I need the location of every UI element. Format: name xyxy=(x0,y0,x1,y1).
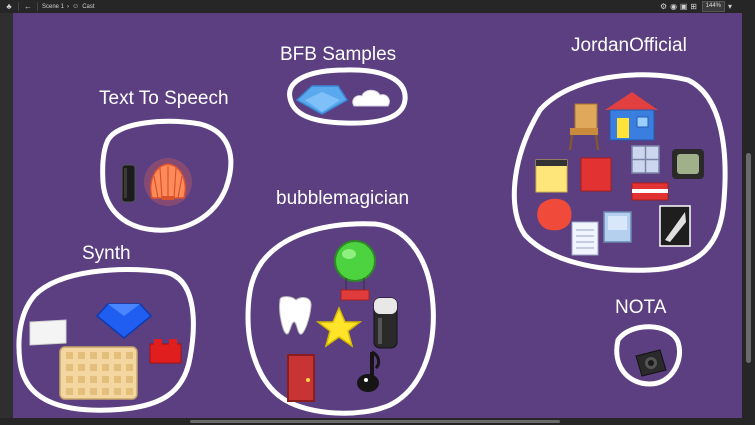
left-panel-strip xyxy=(0,13,15,418)
white-block-asset[interactable] xyxy=(29,319,67,346)
toolbar-separator xyxy=(18,2,19,11)
waffle-asset[interactable] xyxy=(59,346,138,400)
group-label-synth: Synth xyxy=(82,243,131,264)
group-label-bubblemagician: bubblemagician xyxy=(276,188,410,209)
outline-bubblemagician xyxy=(245,221,436,416)
music-note-asset[interactable] xyxy=(357,350,381,392)
vertical-scrollbar[interactable] xyxy=(742,13,755,418)
hot-air-balloon-asset[interactable] xyxy=(334,240,376,301)
app-menu-icon[interactable]: ♣ xyxy=(6,2,12,11)
notepad-asset[interactable] xyxy=(571,221,599,256)
cloud-sample-asset[interactable] xyxy=(352,89,390,107)
fit-screen-icon[interactable]: ▣ xyxy=(679,2,688,11)
smart-speaker-asset[interactable] xyxy=(121,164,136,203)
blue-diamond-asset[interactable] xyxy=(95,303,153,339)
gear-icon[interactable]: ⚙ xyxy=(660,2,668,11)
camera-asset[interactable] xyxy=(635,349,667,377)
zoom-level[interactable]: 144% xyxy=(701,1,725,12)
group-label-text-to-speech: Text To Speech xyxy=(99,88,229,109)
window-pane-asset[interactable] xyxy=(631,145,660,174)
lego-brick-asset[interactable] xyxy=(149,339,182,364)
house-asset[interactable] xyxy=(605,92,658,141)
scene-breadcrumb[interactable]: Scene 1 xyxy=(42,3,65,10)
red-card-asset[interactable] xyxy=(580,157,612,192)
mirror-asset[interactable] xyxy=(659,205,691,247)
vertical-scroll-thumb[interactable] xyxy=(746,153,751,363)
cylinder-speaker-asset[interactable] xyxy=(373,297,398,349)
red-blob-asset[interactable] xyxy=(537,198,572,231)
horizontal-scrollbar[interactable] xyxy=(0,418,755,425)
group-label-jordanofficial: JordanOfficial xyxy=(571,35,687,56)
camera-icon[interactable]: ◉ xyxy=(670,2,678,11)
horizontal-scroll-thumb[interactable] xyxy=(190,420,560,423)
cast-breadcrumb[interactable]: Cast xyxy=(82,3,95,10)
outline-bfb-samples xyxy=(287,67,408,126)
top-toolbar: ♣ ← Scene 1 › ☺ Cast ⚙ ◉ ▣ ⊞ 144% ▾ xyxy=(0,0,755,13)
sticky-note-asset[interactable] xyxy=(535,159,568,193)
glass-cup-asset[interactable] xyxy=(603,211,632,243)
group-label-nota: NOTA xyxy=(615,297,667,318)
cast-icon: ☺ xyxy=(72,3,80,10)
star-asset[interactable] xyxy=(315,306,363,348)
door-asset[interactable] xyxy=(287,354,315,402)
gem-sample-asset[interactable] xyxy=(295,85,349,115)
toolbar-separator xyxy=(37,2,38,11)
outline-nota xyxy=(614,324,682,387)
outline-synth xyxy=(16,267,196,413)
tooth-asset[interactable] xyxy=(279,296,312,335)
chair-asset[interactable] xyxy=(569,103,599,151)
group-label-bfb-samples: BFB Samples xyxy=(280,44,397,65)
grid-icon[interactable]: ⊞ xyxy=(690,2,697,11)
seashell-asset[interactable] xyxy=(144,158,192,206)
outline-jordanofficial xyxy=(511,72,728,273)
green-tile-asset[interactable] xyxy=(672,149,704,179)
striped-box-asset[interactable] xyxy=(631,182,669,201)
chevron-right-icon: › xyxy=(67,3,70,10)
chevron-down-icon[interactable]: ▾ xyxy=(727,2,732,11)
back-arrow-icon[interactable]: ← xyxy=(24,2,32,11)
outline-text-to-speech xyxy=(100,118,234,233)
